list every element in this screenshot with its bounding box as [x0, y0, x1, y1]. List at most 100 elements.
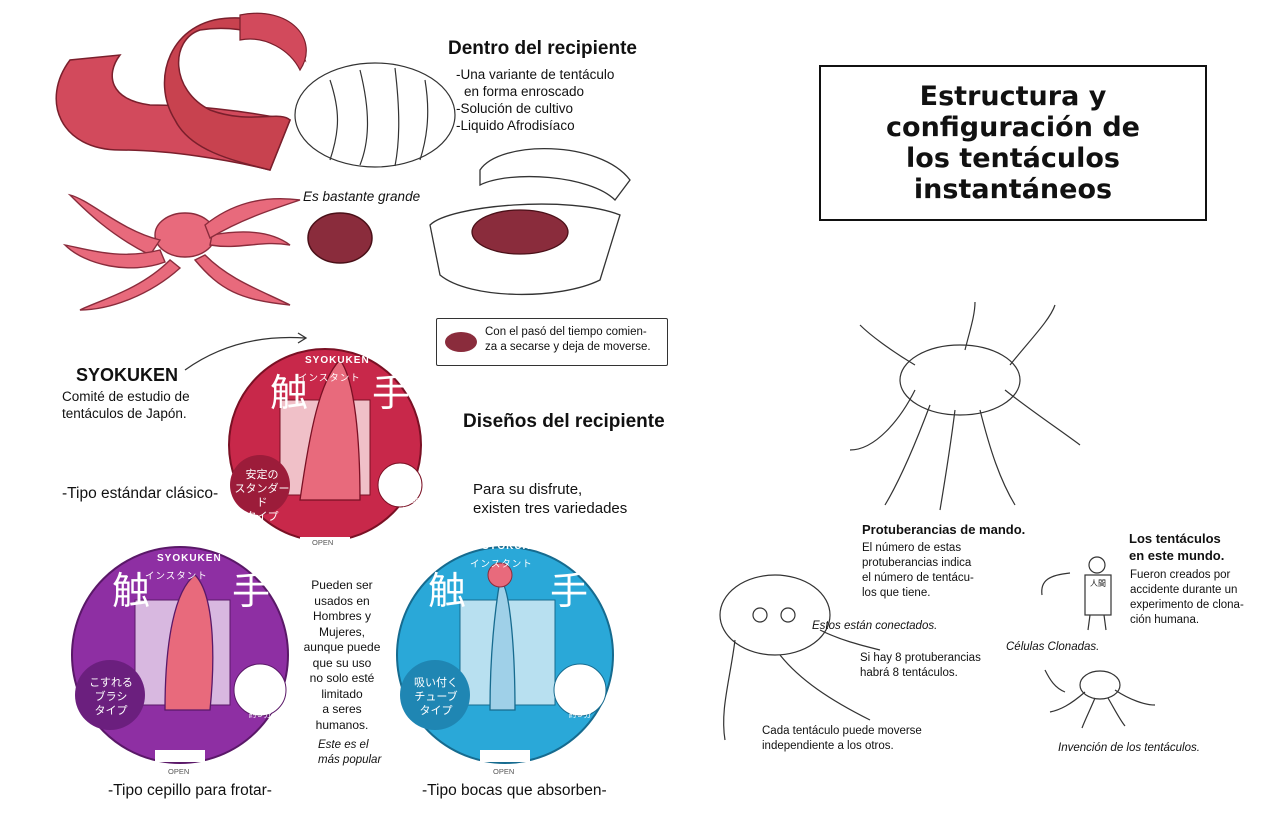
designs-sub-line-1: Para su disfrute, [473, 481, 583, 498]
cup2-katakana: インスタント [145, 571, 208, 582]
jellyfish-large [849, 301, 1081, 511]
title-line-3: los tentáculos [906, 143, 1120, 174]
designs-sub: Para su disfrute, existen tres variedade… [473, 480, 627, 518]
dry-note-text: Con el pasó del tiempo comien- za a seca… [485, 325, 667, 355]
left-illustrations [55, 12, 631, 764]
human-sign: 人間 [1090, 579, 1106, 588]
cloned-label: Células Clonadas. [1006, 641, 1100, 653]
inside-item-3: -Liquido Afrodisíaco [456, 118, 575, 133]
cup1-type: 安定の スタンダード タイプ [232, 468, 292, 524]
protuberances-line-1: El número de estas [862, 542, 962, 554]
big-note: Es bastante grande [303, 189, 421, 204]
cup3-type-3: タイプ [419, 705, 453, 717]
cup3-kanji-1: 触 [428, 569, 467, 613]
eight-line-1: Si hay 8 protuberancias [860, 652, 981, 664]
invention-label: Invención de los tentáculos. [1058, 742, 1200, 754]
cup2-type: こすれる ブラシ タイプ [78, 676, 144, 718]
cup1-kanji-1: 触 [270, 371, 309, 415]
brand-desc-line-2: tentáculos de Japón. [62, 406, 187, 421]
cup1-caption: -Tipo estándar clásico- [62, 485, 219, 502]
cup1-info-2: 約５分 [401, 506, 425, 515]
cup3-katakana: インスタント [470, 559, 533, 570]
designs-sub-line-2: existen tres variedades [473, 500, 628, 517]
pointer-arrow [184, 336, 306, 371]
world-heading: Los tentáculos en este mundo. [1129, 530, 1224, 564]
usage-line-10: humanos. [315, 717, 369, 732]
usage-line-1: Pueden ser [311, 578, 373, 592]
cup2-brand: SYOKUKEN [157, 553, 222, 564]
designs-heading: Diseños del recipiente [463, 411, 665, 432]
world-line-1: Fueron creados por [1130, 569, 1231, 581]
protuberances-text: El número de estas protuberancias indica… [862, 541, 974, 601]
arrow-clone [1041, 572, 1071, 596]
cup3-info: お湯 500ml 約５分 [554, 700, 606, 720]
usage-line-3: Hombres y [312, 609, 371, 623]
cup3-type-1: 吸い付く [414, 677, 458, 689]
cup-standard [228, 348, 423, 549]
dried-mass [307, 212, 373, 264]
eight-line-2: habrá 8 tentáculos. [860, 667, 958, 679]
cup2-kanji-1: 触 [112, 569, 151, 613]
protuberances-heading: Protuberancias de mando. [862, 522, 1026, 537]
dried-mass-in-cup [471, 209, 569, 255]
curled-tentacle [55, 12, 307, 171]
cup1-type-3: タイプ [245, 511, 279, 523]
cup2-open: OPEN [168, 767, 190, 776]
cup1-katakana: インスタント [298, 373, 361, 384]
protuberances-line-4: los que tiene. [862, 587, 931, 599]
world-line-4: ción humana. [1130, 614, 1200, 626]
cup1-info-1: お湯 500ml [394, 496, 432, 505]
cup3-brand: SYOKUKEN [482, 541, 547, 552]
inside-item-1b: en forma enroscado [464, 84, 585, 99]
protuberances-line-2: protuberancias indica [862, 557, 972, 569]
popular-line-2: más popular [318, 754, 382, 766]
world-line-3: experimento de clona- [1130, 599, 1244, 611]
cup3-caption: -Tipo bocas que absorben- [422, 782, 607, 799]
brand-name: SYOKUKEN [76, 365, 179, 385]
cup-tube [396, 546, 614, 764]
cup1-type-1: 安定の [245, 469, 279, 481]
popular-note: Este es el más popular [318, 738, 381, 768]
world-text: Fueron creados por accidente durante un … [1130, 568, 1244, 628]
cup3-type: 吸い付く チューブ タイプ [403, 676, 469, 718]
small-octopus [1049, 670, 1156, 729]
cup1-kanji-2: 手 [372, 371, 411, 415]
dry-note-box: Con el pasó del tiempo comien- za a seca… [436, 318, 668, 366]
title-line-4: instantáneos [913, 174, 1113, 205]
usage-line-5: aunque puede [303, 640, 381, 654]
cup1-type-2: スタンダード [234, 483, 290, 509]
title-box: Estructura y configuración de los tentác… [819, 65, 1207, 221]
cup1-open: OPEN [312, 538, 334, 547]
connected-note: Estos están conectados. [812, 620, 938, 632]
usage-line-7: no solo esté [309, 671, 375, 685]
cup2-kanji-2: 手 [232, 569, 271, 613]
cup-sketch [429, 148, 631, 296]
popular-line-1: Este es el [318, 739, 369, 751]
cup2-type-1: こすれる [89, 677, 133, 689]
cup2-info-1: お湯 500ml [241, 700, 279, 709]
title-line-1: Estructura y [919, 81, 1107, 112]
inside-item-1: -Una variante de tentáculo [456, 67, 615, 82]
octopus-illustration [62, 193, 301, 311]
usage-line-6: que su uso [312, 655, 372, 670]
cup3-info-1: お湯 500ml [561, 700, 599, 709]
usage-line-8: limitado [321, 686, 363, 701]
title-line-2: configuración de [886, 112, 1140, 143]
cup2-info-2: 約５分 [248, 710, 272, 719]
world-line-2: accidente durante un [1130, 584, 1238, 596]
human-figure [1084, 556, 1112, 631]
dry-icon [445, 332, 477, 352]
right-illustrations [719, 301, 1156, 741]
brand-desc: Comité de estudio de tentáculos de Japón… [62, 388, 190, 422]
world-heading-1: Los tentáculos [1129, 531, 1221, 546]
eight-note: Si hay 8 protuberancias habrá 8 tentácul… [860, 651, 981, 681]
cup2-type-3: タイプ [94, 705, 128, 717]
coiled-sketch [294, 62, 456, 168]
cup3-type-2: チューブ [414, 691, 458, 703]
cup2-type-2: ブラシ [94, 691, 128, 703]
usage-line-9: a seres [322, 702, 362, 716]
cup-brush [71, 546, 289, 764]
dry-note-line-1: Con el pasó del tiempo comien- [485, 326, 647, 338]
each-line-2: independiente a los otros. [762, 740, 894, 752]
protuberances-line-3: el número de tentácu- [862, 572, 974, 584]
